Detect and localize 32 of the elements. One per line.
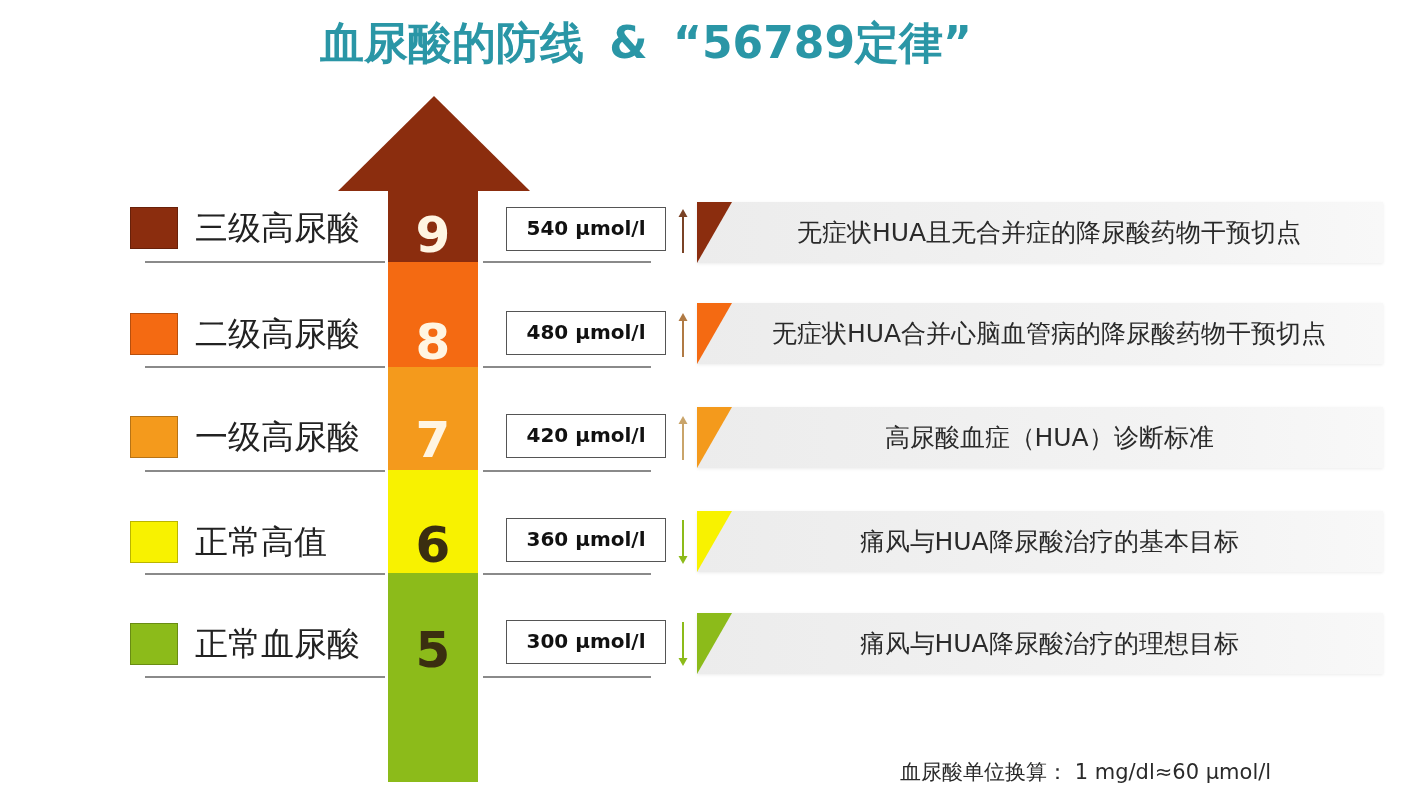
level-number: 7 bbox=[414, 412, 452, 468]
legend-label: 二级高尿酸 bbox=[195, 314, 360, 354]
level-number: 5 bbox=[414, 622, 452, 678]
description-text: 痛风与HUA降尿酸治疗的基本目标 bbox=[859, 526, 1239, 558]
description-text: 高尿酸血症（HUA）诊断标准 bbox=[884, 422, 1214, 454]
level-number: 9 bbox=[414, 207, 452, 263]
level-number: 6 bbox=[414, 517, 452, 573]
threshold-value: 420 μmol/l bbox=[506, 414, 666, 458]
description-text: 痛风与HUA降尿酸治疗的理想目标 bbox=[859, 628, 1239, 660]
threshold-value: 360 μmol/l bbox=[506, 518, 666, 562]
title: 血尿酸的防线 & “56789定律” bbox=[320, 16, 972, 70]
description-bar bbox=[697, 202, 1383, 263]
threshold-value: 540 μmol/l bbox=[506, 207, 666, 251]
legend-label: 一级高尿酸 bbox=[195, 417, 360, 457]
threshold-value: 300 μmol/l bbox=[506, 620, 666, 664]
description-bar bbox=[697, 303, 1383, 364]
threshold-value: 480 μmol/l bbox=[506, 311, 666, 355]
level-band bbox=[388, 470, 478, 573]
description-text: 无症状HUA合并心脑血管病的降尿酸药物干预切点 bbox=[772, 318, 1327, 350]
description-bar bbox=[697, 511, 1383, 572]
level-band bbox=[388, 367, 478, 470]
legend-label: 正常血尿酸 bbox=[195, 624, 360, 664]
description-bar bbox=[697, 407, 1383, 468]
level-band bbox=[388, 190, 478, 262]
level-band bbox=[388, 573, 478, 782]
level-number: 8 bbox=[414, 314, 452, 370]
legend-label: 三级高尿酸 bbox=[195, 208, 360, 248]
description-bar bbox=[697, 613, 1383, 674]
level-band bbox=[388, 262, 478, 367]
legend-label: 正常高值 bbox=[195, 522, 327, 562]
description-text: 无症状HUA且无合并症的降尿酸药物干预切点 bbox=[797, 217, 1302, 249]
footnote: 血尿酸单位换算： 1 mg/dl≈60 μmol/l bbox=[900, 759, 1272, 786]
